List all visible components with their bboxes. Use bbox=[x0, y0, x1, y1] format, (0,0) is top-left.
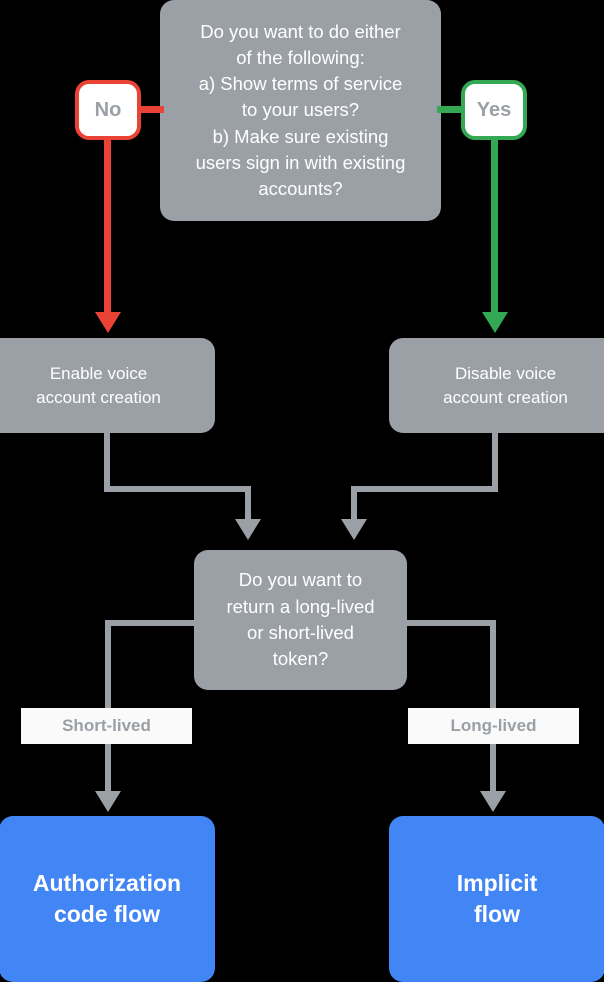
implicit-flow-text: Implicit flow bbox=[456, 869, 538, 927]
connector-question-to-yes bbox=[437, 106, 463, 113]
node-enable-voice: Enable voice account creation bbox=[0, 338, 215, 433]
arrow-no-to-enable bbox=[95, 312, 121, 333]
question-token-text: Do you want to return a long-lived or sh… bbox=[226, 569, 375, 670]
disable-voice-text: Disable voice account creation bbox=[443, 363, 568, 407]
connector-no-down-line bbox=[104, 138, 111, 314]
edge-label-short-lived: Short-lived bbox=[21, 708, 192, 744]
node-question-terms: Do you want to do either of the followin… bbox=[160, 0, 441, 221]
node-implicit-flow: Implicit flow bbox=[389, 816, 604, 982]
question-terms-text: Do you want to do either of the followin… bbox=[195, 20, 406, 200]
arrow-enable-to-token-question bbox=[235, 519, 261, 540]
long-lived-label: Long-lived bbox=[450, 716, 537, 735]
connector-disable-down-1 bbox=[492, 430, 498, 492]
authorization-code-flow-text: Authorization code flow bbox=[32, 869, 182, 927]
connector-token-right bbox=[404, 620, 496, 626]
node-authorization-code-flow: Authorization code flow bbox=[0, 816, 215, 982]
connector-short-lived-down bbox=[105, 620, 111, 794]
connector-disable-down-2 bbox=[351, 486, 357, 522]
node-disable-voice: Disable voice account creation bbox=[389, 338, 604, 433]
pill-answer-no[interactable]: No bbox=[75, 80, 141, 140]
edge-label-long-lived: Long-lived bbox=[408, 708, 579, 744]
connector-enable-down-2 bbox=[245, 486, 251, 522]
enable-voice-text: Enable voice account creation bbox=[36, 363, 161, 407]
connector-yes-down-line bbox=[491, 138, 498, 314]
short-lived-label: Short-lived bbox=[62, 716, 151, 735]
connector-token-left bbox=[105, 620, 197, 626]
connector-enable-down-1 bbox=[104, 430, 110, 492]
arrow-to-authorization-code-flow bbox=[95, 791, 121, 812]
arrow-to-implicit-flow bbox=[480, 791, 506, 812]
arrow-yes-to-disable bbox=[482, 312, 508, 333]
answer-yes-label: Yes bbox=[476, 98, 512, 121]
connector-enable-right bbox=[104, 486, 251, 492]
connector-no-to-question bbox=[138, 106, 164, 113]
connector-long-lived-down bbox=[490, 620, 496, 794]
pill-answer-yes[interactable]: Yes bbox=[461, 80, 527, 140]
answer-no-label: No bbox=[94, 98, 122, 121]
connector-disable-left bbox=[351, 486, 498, 492]
arrow-disable-to-token-question bbox=[341, 519, 367, 540]
node-question-token: Do you want to return a long-lived or sh… bbox=[194, 550, 407, 690]
